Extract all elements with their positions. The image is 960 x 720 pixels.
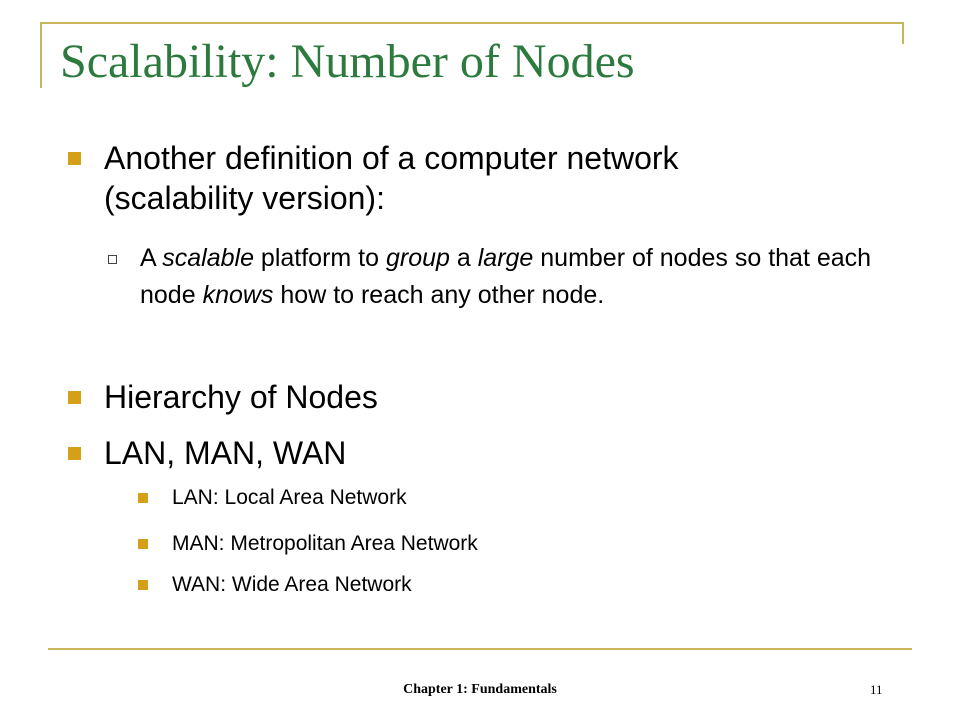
frame-left-rule [40, 22, 42, 88]
text-segment: how to reach any other node. [273, 281, 605, 309]
bullet-line: (scalability version): [104, 180, 385, 216]
frame-right-rule [902, 22, 904, 44]
text-segment: a [449, 244, 478, 272]
footer-rule [48, 648, 912, 650]
sub-item-lan: LAN: Local Area Network [172, 486, 407, 509]
text-segment-italic: knows [202, 281, 274, 309]
bullet-text-definition: Another definition of a computer network… [104, 138, 679, 218]
sub-item-man: MAN: Metropolitan Area Network [172, 532, 478, 555]
text-segment: platform to [253, 244, 386, 272]
text-segment: A [140, 244, 163, 272]
bullet-text-lan-man-wan: LAN, MAN, WAN [104, 435, 347, 471]
text-segment-italic: large [477, 244, 534, 272]
text-segment-italic: group [385, 244, 450, 272]
bullet-square-icon [68, 391, 81, 404]
slide-number: 11 [870, 682, 883, 697]
text-segment: number of nodes so that each node [140, 244, 872, 309]
bullet-square-icon [138, 580, 148, 590]
slide-title: Scalability: Number of Nodes [60, 35, 635, 88]
hollow-square-bullet-icon [108, 255, 117, 264]
footer-chapter: Chapter 1: Fundamentals [403, 682, 557, 697]
bullet-line: Another definition of a computer network [104, 140, 679, 176]
sub-bullet-scalable-definition: A scalable platform to group a large num… [140, 240, 900, 314]
bullet-square-icon [138, 539, 148, 549]
text-segment-italic: scalable [162, 244, 254, 272]
frame-top-rule [40, 22, 904, 24]
bullet-text-hierarchy: Hierarchy of Nodes [104, 379, 378, 415]
bullet-square-icon [138, 493, 148, 503]
bullet-square-icon [68, 447, 81, 460]
sub-item-wan: WAN: Wide Area Network [172, 573, 412, 596]
bullet-square-icon [68, 152, 81, 165]
